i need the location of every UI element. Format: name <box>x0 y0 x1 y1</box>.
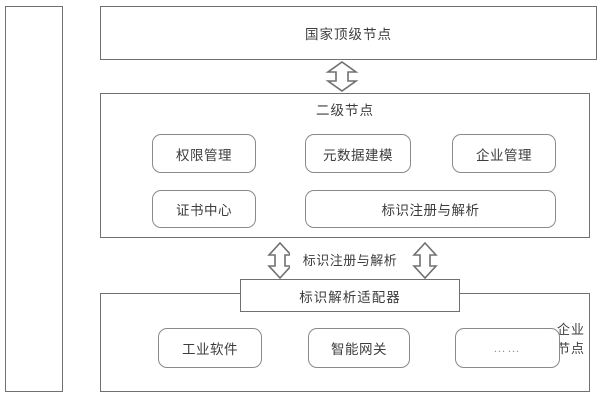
module-enterprise-management[interactable]: 企业管理 <box>452 134 556 173</box>
connection-label-identifier-registration: 标识注册与解析 <box>290 246 410 272</box>
identifier-resolution-adapter-label: 标识解析适配器 <box>299 289 401 305</box>
national-top-node-label: 国家顶级节点 <box>305 27 392 42</box>
double-arrow-right-icon <box>412 241 438 280</box>
recursive-node-box <box>5 6 63 392</box>
identifier-resolution-adapter-box <box>240 279 460 312</box>
module-permission-management[interactable]: 权限管理 <box>152 134 256 173</box>
double-arrow-icon <box>325 61 359 92</box>
second-level-node-label: 二级节点 <box>316 103 374 118</box>
module-smart-gateway[interactable]: 智能网关 <box>308 328 410 368</box>
module-metadata-modeling[interactable]: 元数据建模 <box>305 134 411 173</box>
enterprise-node-label: 企业节点 <box>556 322 585 356</box>
double-arrow-left-icon <box>267 241 293 280</box>
module-certificate-center[interactable]: 证书中心 <box>152 190 256 228</box>
module-more-placeholder[interactable]: …… <box>455 328 560 368</box>
national-top-node-box <box>100 6 597 60</box>
module-identifier-registration-resolution[interactable]: 标识注册与解析 <box>305 190 556 228</box>
module-industrial-software[interactable]: 工业软件 <box>158 328 262 368</box>
